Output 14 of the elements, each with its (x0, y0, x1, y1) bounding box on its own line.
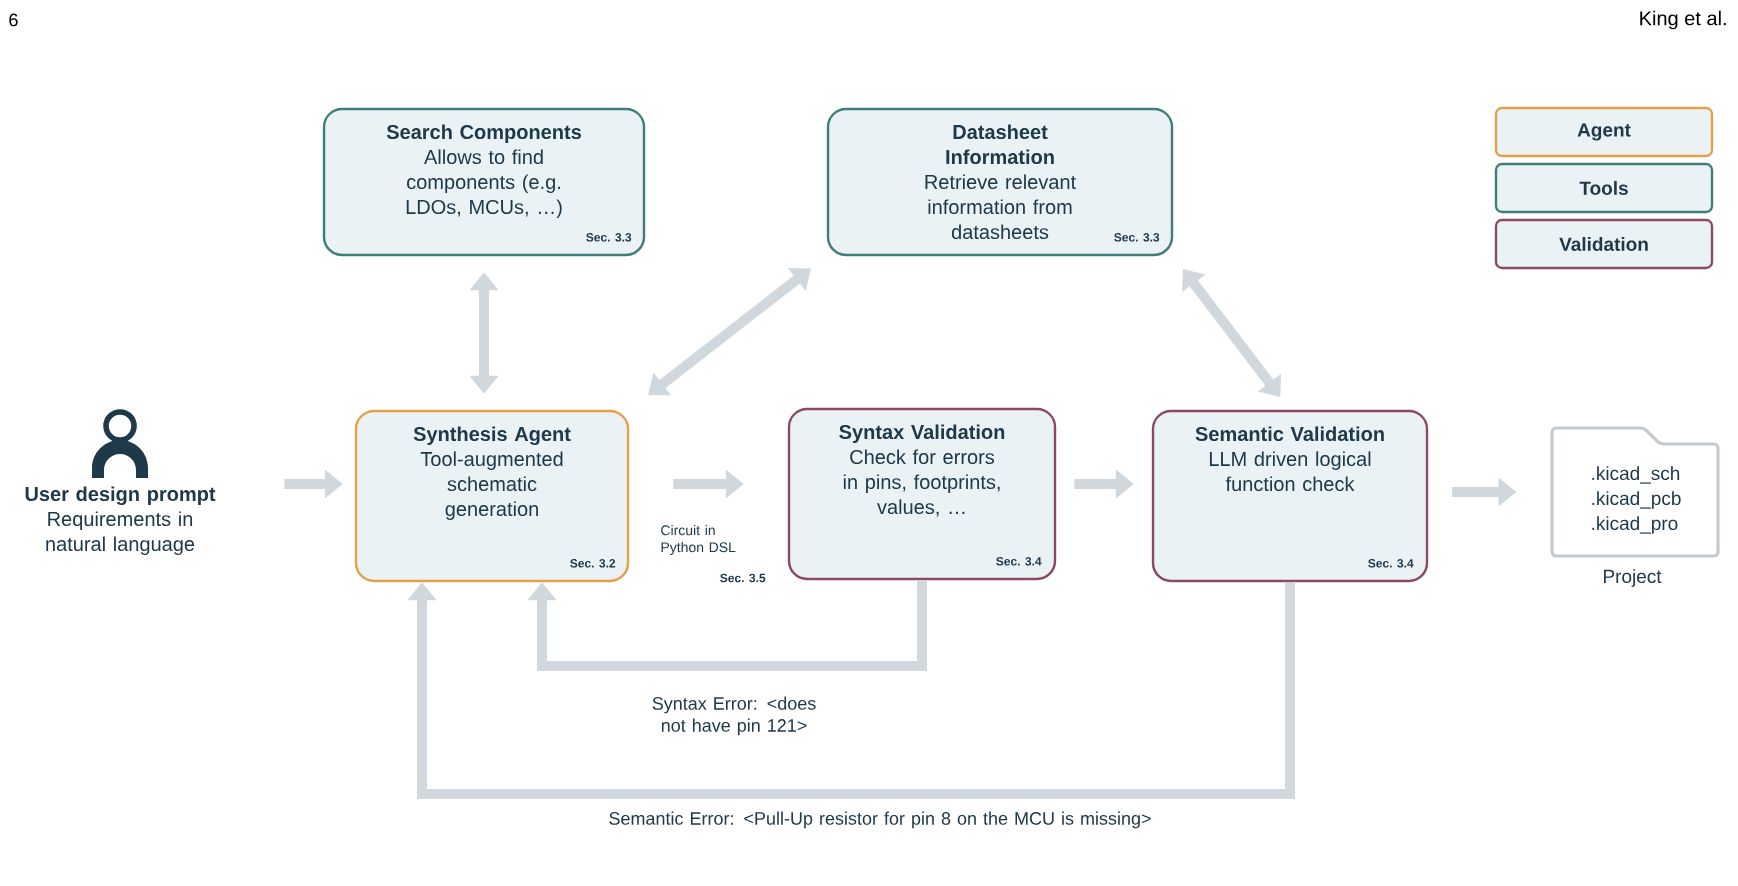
legend-item: Tools (1494, 162, 1714, 214)
edge-label: Semantic Error: <Pull-Up resistor for pin 8 on the MCU is missing> (609, 811, 1151, 829)
page-number: 6 (9, 13, 18, 27)
edge-label: Syntax Error: <does not have pin 121> (652, 696, 816, 736)
author-header: King et al. (1640, 10, 1726, 30)
prompt-text: User design prompt Requirements in natural language (25, 486, 216, 555)
arrow (527, 580, 927, 671)
arrow (648, 267, 811, 396)
legend-item: Validation (1494, 218, 1714, 270)
legend-item: Agent (1494, 106, 1714, 158)
arrow (1182, 269, 1282, 397)
arrow (407, 582, 1295, 799)
file-folder: .kicad_sch .kicad_pcb .kicad_pro (1550, 426, 1720, 558)
folder-caption: Project (1604, 569, 1662, 587)
